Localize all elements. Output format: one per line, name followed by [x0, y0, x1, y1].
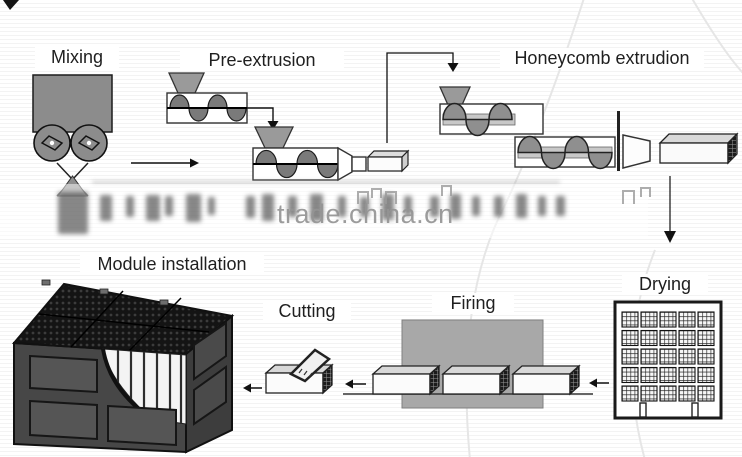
- watermark-blob: [262, 194, 274, 221]
- watermark-blob: [165, 196, 173, 216]
- watermark-text: trade.china.cn: [277, 199, 454, 229]
- arrow-drying-to-firing-icon: [589, 378, 609, 388]
- step-label-mixing: Mixing: [35, 47, 119, 68]
- honeycomb-extruder-stage1: [438, 86, 544, 137]
- watermark-mark: [357, 191, 369, 204]
- watermark-blob: [494, 196, 503, 217]
- watermark-blob: [310, 194, 323, 221]
- watermark-mark: [640, 187, 651, 197]
- watermark-blob: [360, 197, 369, 217]
- watermark-mark: [622, 190, 635, 204]
- honeycomb-block: [658, 132, 739, 165]
- arrow-mixing-to-preextrusion-icon: [131, 158, 199, 168]
- watermark-mark: [441, 185, 452, 196]
- module-clamp-tabs: [41, 279, 169, 306]
- honeycomb-extruder-stage2: [514, 111, 651, 171]
- firing-kiln: [343, 319, 593, 409]
- watermark-blob: [186, 194, 201, 222]
- module-assembly: [11, 279, 235, 454]
- watermark-blob: [338, 196, 346, 217]
- watermark-blob: [126, 196, 134, 217]
- watermark-mark: [371, 188, 382, 198]
- step-label-honeycomb-extrusion: Honeycomb extrudion: [500, 48, 704, 69]
- watermark-blob: [472, 196, 480, 216]
- watermark-blob: [450, 194, 461, 219]
- step-label-pre-extrusion: Pre-extrusion: [180, 50, 344, 71]
- pre-extruder-2: [252, 126, 367, 182]
- watermark-blob: [288, 196, 297, 217]
- arrow-honeycomb-to-drying-icon: [664, 176, 676, 243]
- arrow-preextruder1-to-preextruder2-icon: [247, 107, 279, 130]
- cutting-station: [265, 348, 333, 394]
- step-label-module-installation: Module installation: [80, 254, 264, 275]
- arrow-cutting-to-module-icon: [243, 383, 262, 393]
- watermark-blob: [430, 196, 439, 217]
- extruded-billet: [366, 149, 410, 173]
- arrow-firing-to-cutting-icon: [345, 379, 366, 389]
- watermark-blob: [100, 195, 112, 221]
- watermark-smudge-line: [92, 181, 560, 184]
- pre-extruder-1: [166, 72, 248, 124]
- watermark-blob: [58, 192, 88, 234]
- drying-rack: [613, 300, 723, 420]
- watermark-blob: [208, 197, 215, 215]
- watermark-mark: [385, 191, 397, 204]
- step-label-cutting: Cutting: [263, 301, 351, 322]
- watermark-blob: [404, 196, 412, 216]
- corner-artifact: [3, 0, 19, 10]
- watermark-blob: [556, 196, 565, 216]
- watermark-blob: [146, 195, 160, 221]
- arrow-preextrusion-to-honeycomb-icon: [386, 52, 459, 143]
- watermark-blob: [246, 196, 255, 218]
- step-label-firing: Firing: [432, 293, 514, 314]
- step-label-drying: Drying: [622, 274, 708, 295]
- watermark-blob: [538, 196, 546, 216]
- mixing-machine: [32, 74, 113, 197]
- cutting-blade-icon: [288, 348, 332, 383]
- watermark-blob: [516, 194, 527, 218]
